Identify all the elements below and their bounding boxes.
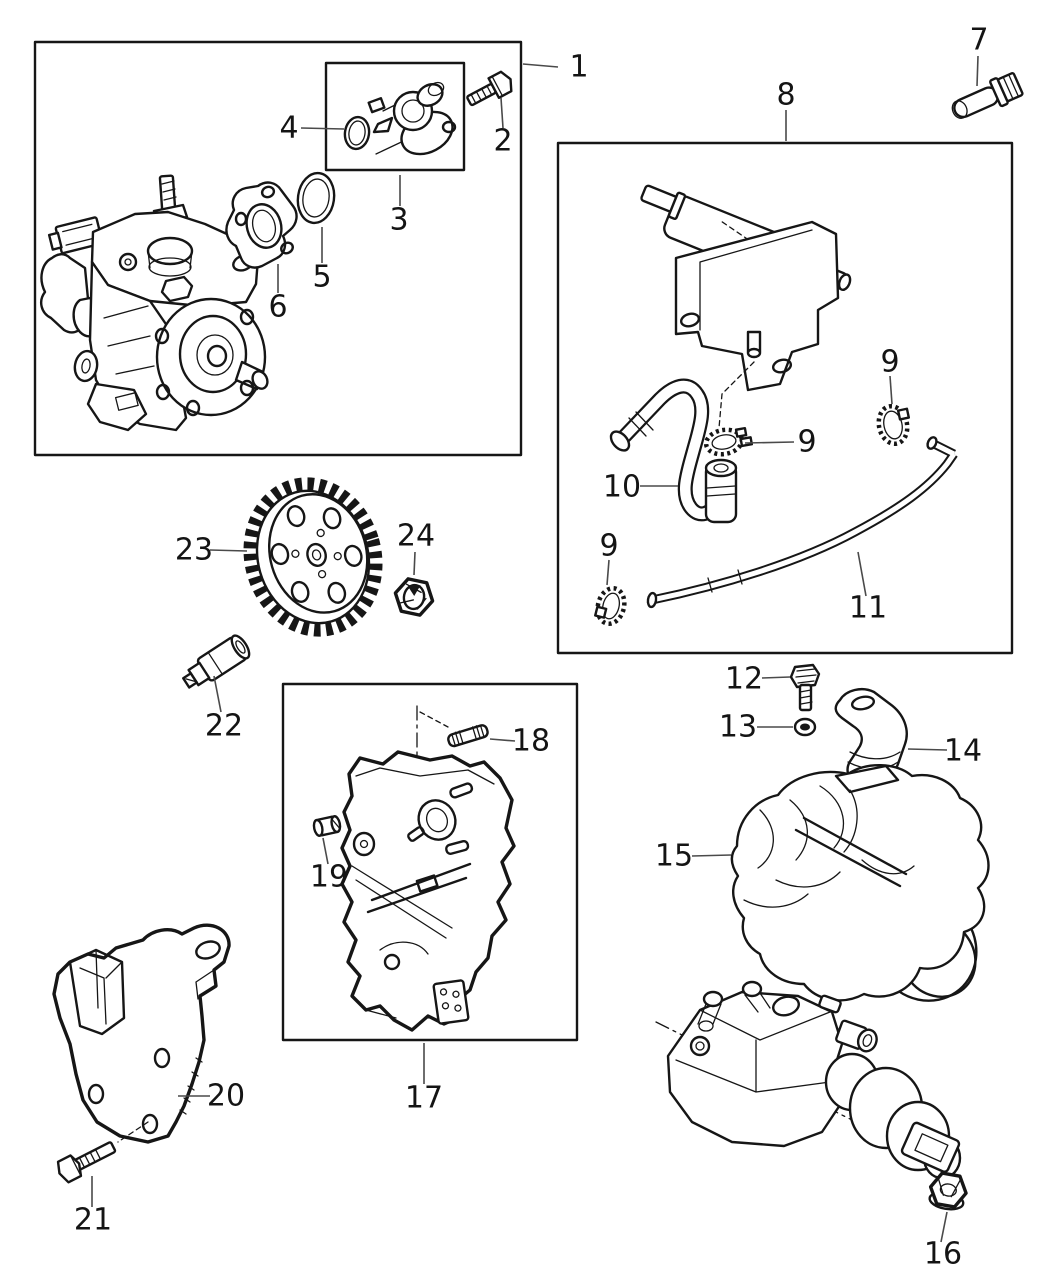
- callout-label-9a: 9: [880, 345, 899, 380]
- detail-frames: [33, 40, 1014, 1042]
- leader-line-2: [500, 97, 504, 129]
- bolt-small: [466, 70, 513, 107]
- leader-line-14: [907, 748, 948, 751]
- pump-assembly: [655, 980, 962, 1180]
- leader-line-16: [940, 1211, 948, 1243]
- callout-label-16: 16: [924, 1237, 962, 1272]
- callout-label-10: 10: [603, 470, 641, 505]
- leader-line-9a: [889, 375, 893, 405]
- callout-label-24: 24: [397, 519, 435, 554]
- hose-clamp-a: [876, 403, 910, 447]
- callout-label-8: 8: [776, 78, 795, 113]
- callout-label-9b: 9: [797, 425, 816, 460]
- flange-nut: [928, 1171, 968, 1211]
- frame-pump-group: [33, 40, 523, 457]
- support-bracket: [834, 688, 908, 788]
- pump-fitting: [182, 634, 251, 689]
- callout-label-1: 1: [569, 50, 588, 85]
- bolt-large: [951, 72, 1024, 119]
- timing-cover: [340, 705, 516, 1032]
- fuel-tube: [646, 436, 958, 609]
- fuel-hose: [609, 378, 738, 524]
- leader-line-19: [322, 837, 329, 865]
- callout-label-17: 17: [405, 1081, 443, 1116]
- leader-line-15: [691, 854, 732, 857]
- leader-line-9c: [606, 559, 610, 586]
- callout-label-5: 5: [312, 260, 331, 295]
- callout-label-11: 11: [849, 591, 887, 626]
- leader-line-1: [522, 63, 559, 68]
- screw: [789, 663, 821, 712]
- callout-label-14: 14: [944, 734, 982, 769]
- callout-labels: 1 2 3 4 5 6 7 8 9 9 9 10 11 12 13 14 15 …: [74, 23, 989, 1272]
- callout-label-22: 22: [205, 709, 243, 744]
- bracket-bolt: [56, 1141, 117, 1184]
- leader-line-18: [489, 738, 516, 742]
- callout-label-12: 12: [725, 662, 763, 697]
- frame-regulator-detail: [324, 61, 466, 172]
- leader-line-11: [857, 551, 867, 597]
- injection-pump-illustration: [39, 174, 269, 432]
- purge-valve-assembly: [640, 184, 852, 429]
- callout-label-19: 19: [310, 860, 348, 895]
- leader-line-22: [213, 675, 222, 713]
- callout-label-23: 23: [175, 533, 213, 568]
- frame-cover-group: [281, 682, 579, 1042]
- callout-label-2: 2: [493, 124, 512, 159]
- fuel-regulator-valve: [367, 81, 457, 156]
- callout-label-7: 7: [969, 23, 988, 58]
- pump-gasket: [225, 181, 298, 269]
- callout-label-9c: 9: [599, 529, 618, 564]
- hose-clamp-c: [594, 586, 627, 626]
- insulator: [730, 764, 990, 1002]
- leader-line-7: [976, 55, 979, 87]
- callout-label-3: 3: [389, 203, 408, 238]
- leader-line-4: [300, 127, 345, 130]
- callout-label-15: 15: [655, 839, 693, 874]
- o-ring-small: [343, 115, 371, 151]
- plug: [312, 815, 342, 837]
- stud: [447, 724, 489, 748]
- callout-label-20: 20: [207, 1079, 245, 1114]
- leader-line-9b: [744, 441, 795, 444]
- leader-line-12: [761, 676, 791, 679]
- callout-label-18: 18: [512, 724, 550, 759]
- washer-nut: [793, 717, 817, 737]
- leader-lines: [91, 55, 979, 1243]
- leader-line-24: [413, 551, 416, 576]
- callout-label-4: 4: [279, 111, 298, 146]
- mount-bracket: [52, 923, 231, 1144]
- o-ring-large: [296, 171, 336, 225]
- callout-label-13: 13: [719, 710, 757, 745]
- hose-clamp-b: [703, 426, 754, 457]
- timing-gear: [243, 477, 383, 637]
- callout-label-6: 6: [268, 290, 287, 325]
- gear-nut: [393, 577, 435, 617]
- callout-label-21: 21: [74, 1203, 112, 1238]
- leader-line-23: [209, 549, 248, 552]
- frame-hose-group: [556, 141, 1014, 655]
